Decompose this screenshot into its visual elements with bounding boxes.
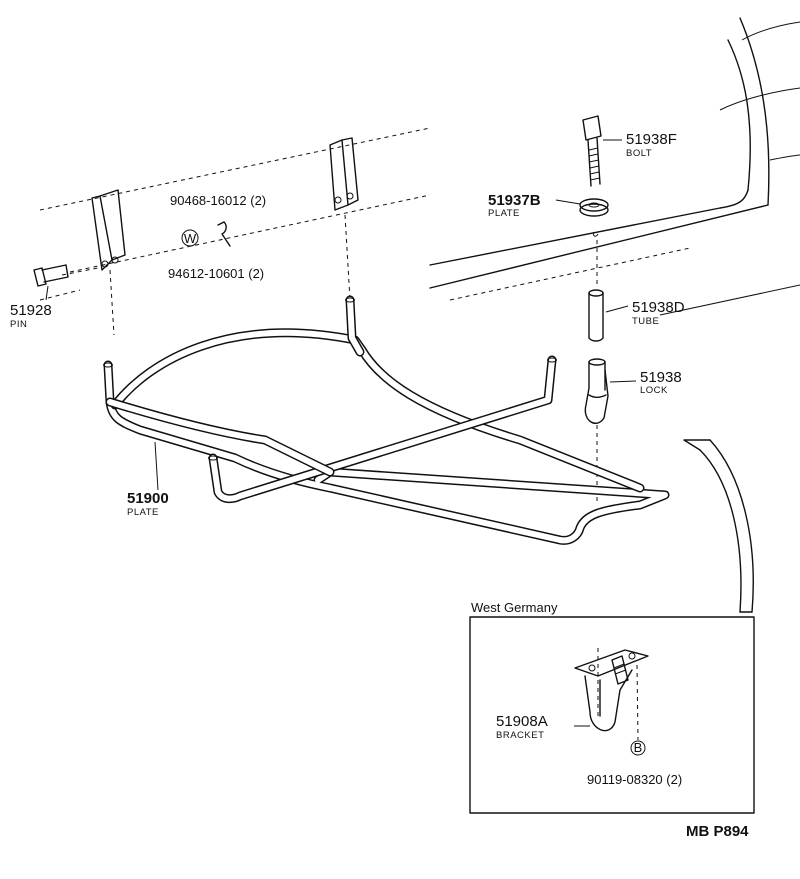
label-94612-number: 94612-10601 (2) — [168, 266, 264, 281]
tube-51938d — [588, 289, 604, 342]
label-51908a-name: BRACKET — [496, 730, 544, 741]
label-51937b-number: 51937B — [488, 192, 541, 209]
label-51900-name: PLATE — [127, 507, 159, 518]
label-51928-number: 51928 — [10, 302, 52, 319]
callout-arrow — [683, 439, 754, 613]
label-51938f-name: BOLT — [626, 148, 652, 159]
clip-90468 — [217, 221, 231, 247]
pin-51928 — [33, 264, 69, 287]
label-90468-number: 90468-16012 (2) — [170, 193, 266, 208]
label-51938-name: LOCK — [640, 385, 668, 396]
label-51938-number: 51938 — [640, 369, 682, 386]
bracket-51908a — [574, 649, 649, 732]
plate-51937b — [579, 198, 609, 237]
carrier-frame-51900 — [103, 295, 670, 545]
leader-lines — [45, 139, 637, 727]
washer-marker: W — [181, 229, 199, 247]
diagram-code: MB P894 — [686, 823, 749, 840]
bolt-51938f — [582, 115, 602, 187]
washer-marker-letter: W — [184, 231, 197, 246]
bolt-marker-letter: B — [634, 740, 643, 755]
label-51938f-number: 51938F — [626, 131, 677, 148]
label-51908a-number: 51908A — [496, 713, 548, 730]
inset-border — [469, 616, 755, 814]
lock-51938 — [584, 358, 609, 424]
inset-title: West Germany — [471, 600, 558, 615]
inset-west-germany: West Germany B — [469, 600, 755, 814]
labels: 51938F BOLT 51937B PLATE 51938D TUBE 519… — [10, 131, 749, 840]
label-51938d-name: TUBE — [632, 316, 659, 327]
label-51900-number: 51900 — [127, 490, 169, 507]
label-90119-number: 90119-08320 (2) — [587, 772, 682, 787]
label-51928-name: PIN — [10, 319, 27, 330]
label-51938d-number: 51938D — [632, 299, 685, 316]
label-51937b-name: PLATE — [488, 208, 520, 219]
vehicle-frame — [39, 127, 431, 301]
vehicle-body-outline — [429, 17, 800, 316]
bolt-marker — [630, 740, 646, 756]
